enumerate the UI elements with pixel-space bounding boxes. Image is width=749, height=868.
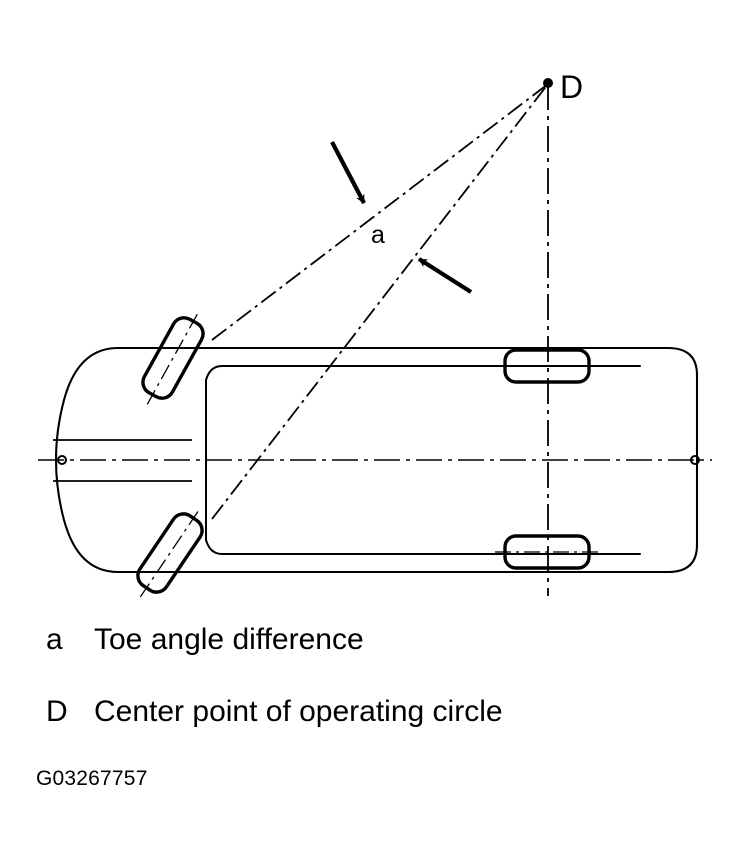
legend-key-d: D [46,695,68,728]
upper-arrow [330,141,366,204]
front-wheel-upper-centerline [146,311,200,405]
legend: a Toe angle difference D Center point of… [0,625,749,769]
front-center-marker [57,455,67,465]
callout-arrows-group [330,141,473,294]
rear-center-marker [690,455,700,465]
apex-point-d [543,78,553,88]
front-wheel-lower-centerline [139,508,201,598]
figure-code: G03267757 [36,767,148,790]
angle-label-a: a [371,221,385,249]
legend-row-d: D Center point of operating circle [0,697,749,769]
center-lines-group [38,84,712,596]
legend-description-d: Center point of operating circle [94,695,503,728]
rear-wheels-group [503,348,591,570]
lower-arrow [417,257,473,294]
front-wheels-group [136,311,205,598]
projection-line-lower-wheel [211,83,549,520]
apex-label-d: D [560,69,583,105]
turning-circle-construction-lines [211,78,553,520]
car-body-outline [54,346,699,574]
projection-line-upper-wheel [211,83,549,341]
legend-row-a: a Toe angle difference [0,625,749,697]
legend-key-a: a [46,623,63,656]
car-body-group [53,346,699,574]
legend-description-a: Toe angle difference [94,623,364,656]
